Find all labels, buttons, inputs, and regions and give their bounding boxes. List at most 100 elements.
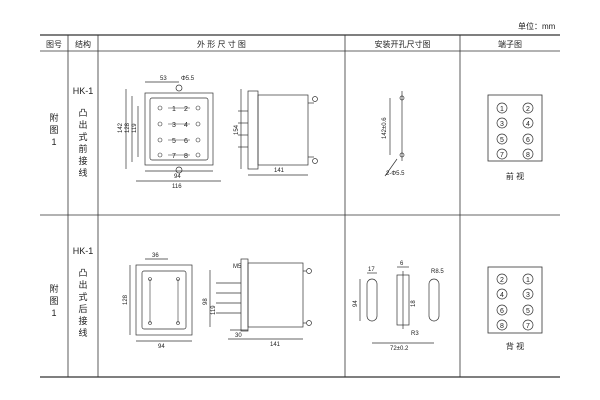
view-label: 背 视 — [506, 341, 524, 351]
row1-fig-label: 附 图 1 — [48, 112, 60, 148]
terminal-number: 1 — [526, 277, 530, 284]
header-fig-no: 图号 — [46, 40, 62, 49]
dim-label: 142±0.6 — [382, 117, 388, 139]
row1-structure: 凸 出 式 前 接 线 — [77, 107, 89, 179]
terminal-number: 8 — [500, 323, 504, 330]
terminal-number: 3 — [526, 292, 530, 299]
structure-char: 接 — [78, 156, 88, 166]
terminal-number: 1 — [500, 106, 504, 113]
row1-terminal-drawing: 1 2 3 4 5 6 7 8 前 视 — [487, 94, 543, 181]
terminal-number: 3 — [500, 121, 504, 128]
terminal-circle — [496, 133, 508, 145]
terminal-number: 6 — [526, 137, 530, 144]
part-number: 1 — [172, 106, 176, 113]
terminal-circle — [496, 288, 508, 300]
dim-label: 128 — [125, 122, 131, 133]
row2-terminal-drawing: 2 1 4 3 6 5 8 7 背 视 — [487, 266, 543, 351]
structure-char: 凸 — [78, 108, 88, 118]
terminal-number: 7 — [500, 152, 504, 159]
fig-char: 图 — [49, 296, 59, 306]
terminal-circle — [522, 304, 534, 316]
fig-char: 图 — [49, 125, 59, 135]
fig-char: 附 — [49, 113, 59, 123]
terminal-circle — [496, 148, 508, 160]
part-number: 3 — [172, 122, 176, 129]
row2-mounting-drawing: 17 6 R8.5 94 18 R3 72±0.2 — [353, 261, 444, 352]
header-mounting: 安装开孔尺寸图 — [374, 40, 431, 49]
terminal-circle — [522, 148, 534, 160]
structure-char: 后 — [78, 304, 88, 314]
part-number: 5 — [172, 138, 176, 145]
structure-char: 式 — [78, 292, 88, 302]
dim-label: 141 — [274, 168, 285, 174]
header-structure: 结构 — [75, 40, 91, 49]
structure-char: 接 — [78, 316, 88, 326]
terminal-circle — [496, 319, 508, 331]
unit-label: 单位：mm — [518, 22, 556, 31]
structure-char: 前 — [78, 144, 88, 154]
fig-char: 1 — [51, 308, 57, 318]
row2-model: HK-1 — [72, 246, 94, 256]
dim-label: 98 — [203, 298, 209, 305]
terminal-number: 4 — [526, 121, 530, 128]
dim-label: 119 — [132, 123, 138, 133]
dim-label: 2-Φ5.5 — [386, 171, 405, 177]
terminal-circle — [496, 304, 508, 316]
dim-label: 30 — [235, 333, 242, 339]
terminal-circle — [522, 273, 534, 285]
structure-char: 线 — [78, 328, 88, 338]
dim-label: 17 — [368, 267, 375, 273]
dim-label: 94 — [158, 344, 165, 350]
header-outline: 外 形 尺 寸 图 — [197, 40, 246, 49]
terminal-number: 4 — [500, 292, 504, 299]
row1-outline-drawing: 53 Φ5.5 142 128 119 154 94 116 141 1 2 3… — [118, 76, 318, 190]
structure-char: 出 — [78, 120, 88, 130]
part-number: 4 — [184, 122, 188, 129]
terminal-circle — [522, 133, 534, 145]
view-label: 前 视 — [506, 171, 524, 181]
dim-label: 72±0.2 — [390, 346, 409, 352]
header-terminal: 端子图 — [498, 40, 522, 49]
terminal-circle — [522, 288, 534, 300]
dim-label: 53 — [160, 76, 167, 82]
dim-label: M5 — [233, 264, 242, 270]
fig-char: 1 — [51, 137, 57, 147]
terminal-number: 2 — [526, 106, 530, 113]
dim-label: R3 — [411, 331, 419, 337]
dim-label: 36 — [152, 253, 159, 259]
terminal-circle — [496, 102, 508, 114]
terminal-circle — [496, 273, 508, 285]
terminal-number: 5 — [526, 308, 530, 315]
part-number: 6 — [184, 138, 188, 145]
fig-char: 附 — [49, 284, 59, 294]
row1-model: HK-1 — [72, 86, 94, 96]
front-body-outline — [144, 92, 214, 166]
dim-label: 141 — [270, 342, 281, 348]
dim-label: R8.5 — [431, 269, 444, 275]
structure-char: 凸 — [78, 268, 88, 278]
terminal-number: 8 — [526, 152, 530, 159]
part-number: 8 — [184, 153, 188, 160]
structure-char: 出 — [78, 280, 88, 290]
terminal-number: 6 — [500, 308, 504, 315]
terminal-number: 2 — [500, 277, 504, 284]
terminal-circle — [522, 102, 534, 114]
structure-char: 式 — [78, 132, 88, 142]
terminal-number: 7 — [526, 323, 530, 330]
dim-label: 116 — [172, 184, 182, 190]
dim-label: 18 — [411, 300, 417, 307]
terminal-circle — [522, 117, 534, 129]
part-number: 2 — [184, 106, 188, 113]
row1-mounting-drawing: 142±0.6 2-Φ5.5 — [382, 91, 405, 177]
dim-label: 128 — [123, 294, 129, 305]
structure-char: 线 — [78, 168, 88, 178]
row2-structure: 凸 出 式 后 接 线 — [77, 267, 89, 339]
dim-label: 6 — [400, 261, 404, 267]
terminal-circle — [522, 319, 534, 331]
part-number: 7 — [172, 153, 176, 160]
terminal-circle — [496, 117, 508, 129]
dim-label: 119 — [211, 305, 217, 315]
terminal-number: 5 — [500, 137, 504, 144]
dim-label: 154 — [234, 124, 240, 135]
